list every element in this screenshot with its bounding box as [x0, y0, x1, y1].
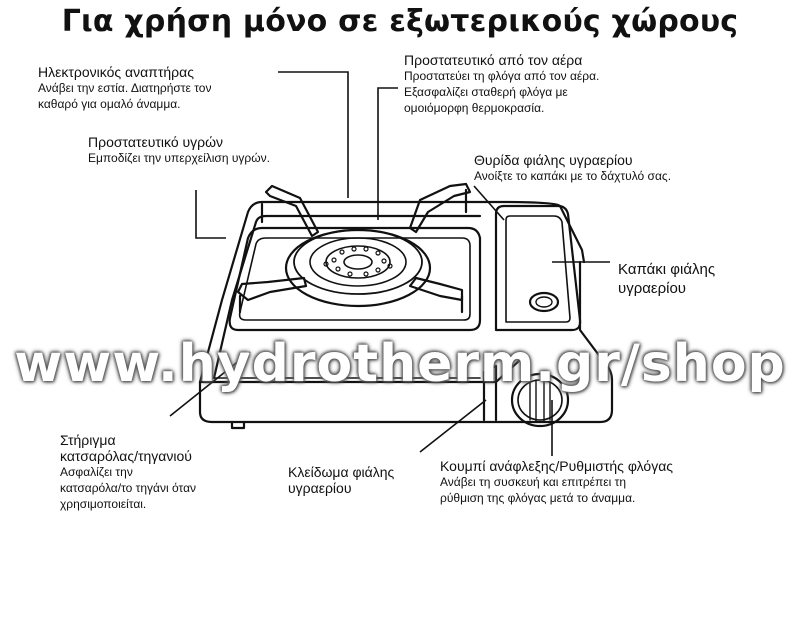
label-cartridge-slot: Θυρίδα φιάλης υγραερίου Ανοίξτε το καπάκ… — [474, 152, 671, 184]
label-knob-desc-2: ρύθμιση της φλόγας μετά το άναμμα. — [440, 491, 636, 505]
stove-body — [198, 260, 614, 424]
label-knob: Κουμπί ανάφλεξης/Ρυθμιστής φλόγας Ανάβει… — [440, 458, 673, 506]
label-wind-guard-desc-3: ομοιόμορφη θερμοκρασία. — [404, 101, 545, 115]
label-pot-support-heading-2: κατσαρόλας/τηγανιού — [60, 448, 192, 464]
cartridge-lock — [482, 364, 498, 422]
leader-wind-guard — [377, 87, 398, 220]
label-cartridge-lock-line-2: υγραερίου — [288, 480, 352, 496]
label-igniter-desc-1: Ανάβει την εστία. Διατηρήστε τον — [38, 81, 212, 95]
leader-lock — [419, 399, 487, 453]
stove-foot — [230, 420, 246, 430]
label-pot-support-heading-1: Στήριγμα — [60, 432, 116, 448]
label-cartridge-cover-line-1: Καπάκι φιάλης — [618, 261, 716, 278]
label-igniter-heading: Ηλεκτρονικός αναπτήρας — [38, 64, 194, 80]
label-cartridge-lock-line-1: Κλείδωμα φιάλης — [288, 464, 395, 480]
label-pot-support-desc-1: Ασφαλίζει την — [60, 465, 133, 479]
pot-support-left-front — [236, 276, 308, 302]
label-liquid-guard-heading: Προστατευτικό υγρών — [88, 134, 224, 150]
label-wind-guard-desc-2: Εξασφαλίζει σταθερή φλόγα με — [404, 85, 568, 99]
label-cartridge-cover: Καπάκι φιάλης υγραερίου — [618, 260, 715, 298]
label-pot-support-desc-2: κατσαρόλα/το τηγάνι όταν — [60, 481, 197, 495]
leader-cartridge-slot — [473, 185, 505, 221]
leader-liquid-guard — [195, 190, 226, 239]
pot-support-right-front — [408, 276, 464, 302]
drip-tray — [228, 226, 482, 332]
label-liquid-guard-desc-1: Εμποδίζει την υπερχείλιση υγρών. — [88, 151, 270, 165]
cartridge-slot — [528, 291, 560, 313]
page-title: Για χρήση μόνο σε εξωτερικούς χώρους — [61, 4, 739, 39]
label-cartridge-cover-line-2: υγραερίου — [618, 280, 687, 297]
label-pot-support-desc-3: χρησιμοποιείται. — [60, 497, 147, 511]
label-wind-guard-heading: Προστατευτικό από τον αέρα — [404, 52, 583, 68]
label-igniter-desc-2: καθαρό για ομαλό άναμμα. — [38, 97, 181, 111]
leader-igniter — [278, 71, 349, 198]
label-wind-guard: Προστατευτικό από τον αέρα Προστατεύει τ… — [404, 52, 599, 116]
control-knob — [510, 372, 570, 428]
cartridge-compartment — [494, 204, 582, 332]
pot-support-left-back — [264, 184, 320, 238]
label-pot-support: Στήριγμα κατσαρόλας/τηγανιού Ασφαλίζει τ… — [60, 432, 196, 512]
label-wind-guard-desc-1: Προστατεύει τη φλόγα από τον αέρα. — [404, 69, 600, 83]
watermark: www.hydrotherm.gr/shop — [14, 334, 786, 394]
pot-support-right-back — [408, 182, 472, 234]
label-cartridge-slot-desc-1: Ανοίξτε το καπάκι με το δάχτυλό σας. — [474, 169, 672, 183]
label-knob-desc-1: Ανάβει τη συσκευή και επιτρέπει τη — [440, 475, 627, 489]
label-cartridge-lock: Κλείδωμα φιάλης υγραερίου — [288, 464, 394, 496]
label-knob-heading: Κουμπί ανάφλεξης/Ρυθμιστής φλόγας — [440, 458, 674, 474]
label-cartridge-slot-heading: Θυρίδα φιάλης υγραερίου — [474, 152, 633, 168]
label-liquid-guard: Προστατευτικό υγρών Εμποδίζει την υπερχε… — [88, 134, 270, 166]
leader-pot-support — [169, 351, 251, 417]
label-igniter: Ηλεκτρονικός αναπτήρας Ανάβει την εστία.… — [38, 64, 211, 112]
